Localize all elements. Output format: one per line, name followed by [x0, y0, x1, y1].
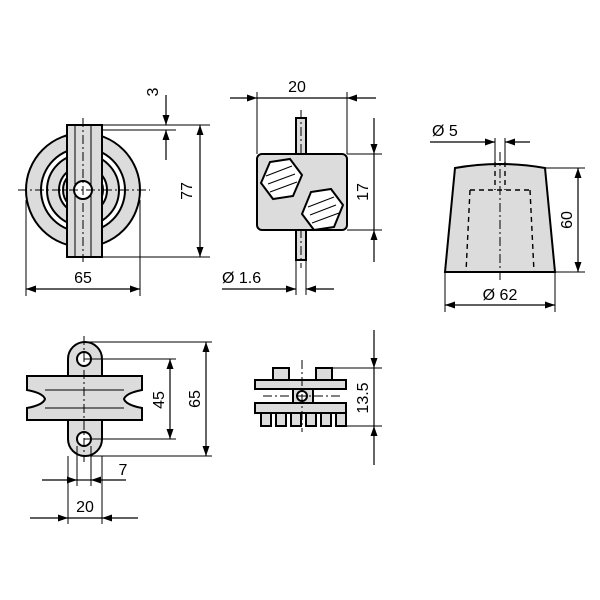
dim-side-inner-height: 45 — [151, 391, 168, 409]
dim-side-outer-height: 65 — [187, 390, 204, 408]
dim-hole-diameter: Ø 5 — [432, 123, 458, 140]
foot-view — [430, 138, 585, 312]
dim-clamp-side-height: 13.5 — [355, 382, 372, 413]
clamp-block-view — [222, 92, 382, 295]
hex-nut-bottom — [300, 187, 345, 232]
clamp-side-view — [254, 330, 382, 465]
dim-pin-diameter: Ø 1.6 — [222, 270, 261, 287]
dim-clamp-height: 17 — [355, 183, 372, 201]
dim-clip-thickness: 3 — [145, 87, 162, 96]
dim-clamp-width: 20 — [288, 79, 306, 96]
dim-side-total-width: 20 — [76, 499, 94, 516]
pulley-side-view — [26, 336, 212, 524]
pulley-front-view — [18, 95, 210, 296]
dim-pulley-width: 65 — [74, 270, 92, 287]
dim-base-diameter: Ø 62 — [483, 287, 518, 304]
dim-foot-height: 60 — [559, 211, 576, 229]
hex-nut-top — [259, 157, 304, 201]
dim-pulley-height: 77 — [179, 182, 196, 200]
dim-slot-width: 7 — [119, 462, 128, 479]
